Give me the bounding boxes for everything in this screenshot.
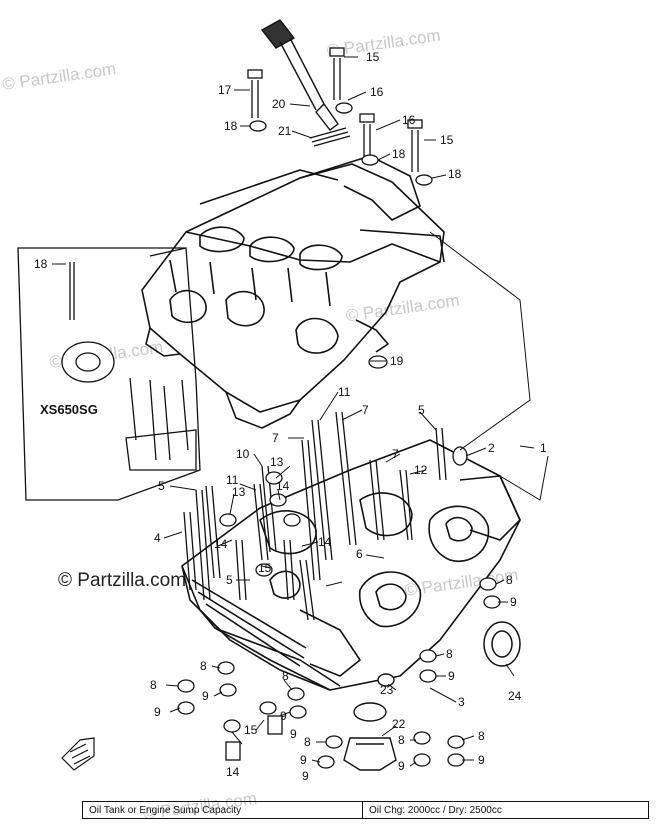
callout-number: 9 [202,689,209,703]
drain-plug-and-strainer [343,673,397,771]
variant-inset [17,247,201,501]
callout-number: 14 [214,537,228,551]
callout-number: 18 [34,257,48,271]
watermark-prominent: © Partzilla.com [58,570,186,591]
callout-number: 7 [362,403,369,417]
callout-number: 9 [300,753,307,767]
callout-number: 11 [226,473,239,487]
watermark: © Partzilla.com [345,291,461,326]
callout-number: 9 [398,759,405,773]
callout-number: 8 [506,573,513,587]
callout-number: 18 [448,167,462,181]
callout-number: 9 [290,727,297,741]
callout-number: 13 [270,455,284,469]
variant-label: XS650SG [40,402,98,417]
callout-number: 5 [158,479,165,493]
callout-number: 9 [448,669,455,683]
callout-number: 18 [224,119,238,133]
callout-number: 16 [370,85,384,99]
leader-lines [52,56,549,767]
callout-number: 23 [380,683,394,697]
capacity-value: Oil Chg: 2000cc / Dry: 2500cc [369,804,502,816]
callout-number: 8 [282,669,289,683]
callout-number: 9 [302,769,309,783]
callout-number: 18 [392,147,406,161]
callout-number: 8 [304,735,311,749]
callout-number: 9 [478,753,485,767]
callout-numbers: 15 16 17 18 20 21 16 18 15 18 18 25 19 1… [34,50,547,783]
callout-number: 2 [488,441,495,455]
callout-number: 21 [278,124,292,138]
upper-crankcase [141,155,445,429]
callout-number: 8 [200,659,207,673]
callout-number: 15 [258,561,272,575]
callout-number: 14 [226,765,240,779]
callout-number: 4 [154,531,161,545]
oil-seal [483,621,521,667]
callout-number: 15 [366,50,380,64]
capacity-label: Oil Tank or Engine Sump Capacity [83,802,363,818]
callout-number: 9 [280,709,287,723]
studs-and-bolts [183,47,447,621]
callout-number: 19 [390,354,404,368]
callout-number: 8 [150,678,157,692]
callout-number: 12 [414,463,428,477]
callout-number: 8 [446,647,453,661]
capacity-table: Oil Tank or Engine Sump Capacity Oil Chg… [82,801,649,819]
callout-number: 5 [418,403,425,417]
callout-number: 15 [244,723,258,737]
callout-number: 9 [510,595,517,609]
callout-number: 7 [392,447,399,461]
callout-number: 22 [392,717,406,731]
front-arrow-icon [61,737,95,771]
callout-number: 3 [458,695,465,709]
callout-number: 14 [276,479,290,493]
callout-number: 13 [232,485,246,499]
callout-number: 16 [402,113,416,127]
callout-number: 15 [440,133,454,147]
callout-number: 24 [508,689,522,703]
callout-number: 17 [218,83,232,97]
callout-number: 14 [318,535,332,549]
callout-number: 10 [236,447,250,461]
callout-number: 8 [398,733,405,747]
callout-number: 1 [540,441,547,455]
callout-number: 5 [226,573,233,587]
callout-number: 11 [338,385,351,399]
callout-number: 9 [154,705,161,719]
callout-number: 20 [272,97,286,111]
oil-filler-dipstick [260,19,351,147]
callout-number: 7 [272,431,279,445]
watermark: © Partzilla.com [1,59,117,94]
callout-number: 6 [356,547,363,561]
callout-number: 8 [478,729,485,743]
